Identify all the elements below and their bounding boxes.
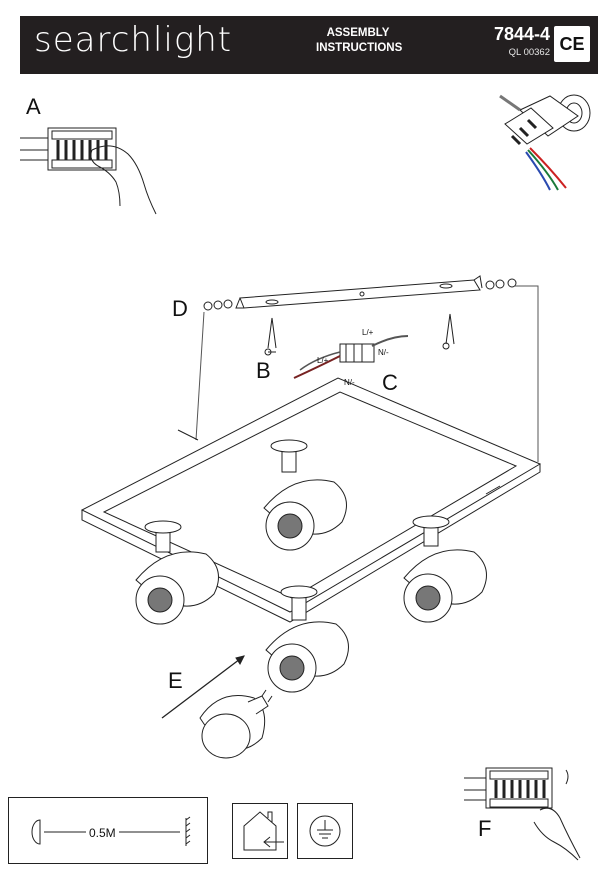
live-label: L/+	[317, 356, 329, 365]
mounting-bracket-icon	[203, 275, 517, 311]
indoor-use-icon	[243, 811, 284, 851]
earth-symbol-box	[297, 803, 353, 859]
gu10-bulb-icon	[199, 689, 273, 759]
header-bar: searchlight ASSEMBLY INSTRUCTIONS 7844-4…	[20, 16, 598, 74]
step-label-c: C	[382, 370, 398, 395]
distance-label: 0.5M	[86, 826, 119, 840]
indoor-symbol-box	[232, 803, 288, 859]
earth-ground-icon	[309, 815, 341, 847]
step-label-b: B	[256, 358, 271, 383]
title-line-1: ASSEMBLY	[326, 27, 390, 39]
terminal-block-a-icon	[20, 127, 157, 215]
terminal-block-c-icon	[293, 335, 409, 379]
step-label-d: D	[172, 296, 188, 321]
model-number: 7844-4	[493, 24, 550, 44]
neutral-label: N/-	[344, 378, 355, 387]
spot-head-icon	[135, 439, 487, 693]
live-label: L/+	[362, 328, 374, 337]
distance-box	[8, 797, 208, 864]
screw-icon	[264, 313, 455, 356]
cable-connector-icon	[499, 94, 591, 191]
product-code: QL 00362	[508, 47, 550, 58]
document-title: ASSEMBLY INSTRUCTIONS	[316, 26, 403, 56]
terminal-block-f-icon	[464, 767, 581, 861]
step-label-f: F	[478, 816, 492, 841]
neutral-label: N/-	[378, 348, 389, 357]
title-line-2: INSTRUCTIONS	[316, 42, 403, 54]
step-label-e: E	[168, 668, 183, 693]
insert-arrow-icon	[161, 655, 245, 719]
ce-mark-icon: CE	[554, 26, 590, 62]
step-label-a: A	[26, 94, 41, 119]
brand-logo: searchlight	[34, 20, 233, 60]
